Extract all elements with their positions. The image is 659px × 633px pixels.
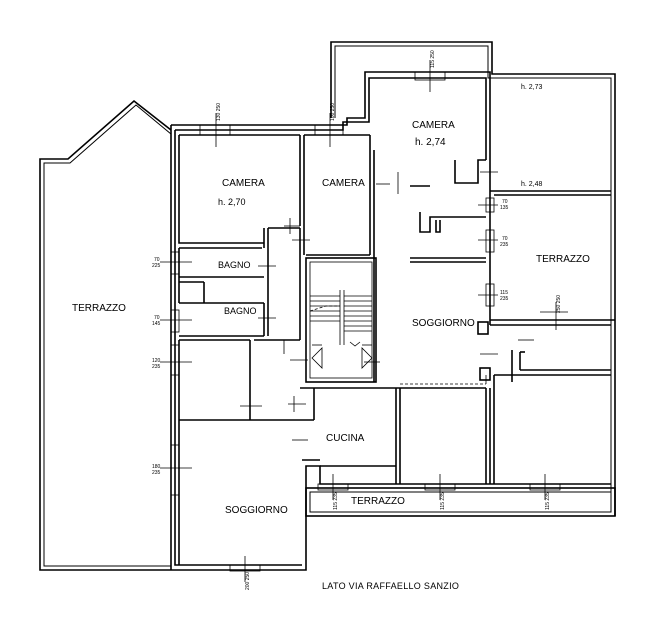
dim-south-4: 200 250 bbox=[245, 572, 251, 590]
dim-west-2-bot: 145 bbox=[152, 321, 161, 327]
dim-east-2-top: 70 bbox=[502, 236, 508, 242]
dim-west-1-bot: 225 bbox=[152, 263, 161, 269]
dim-north-1: 130 250 bbox=[216, 103, 222, 121]
dim-east-3-top: 115 bbox=[500, 290, 508, 296]
room-label-camera-3: CAMERA bbox=[412, 120, 455, 131]
room-label-terrazzo-east: TERRAZZO bbox=[536, 254, 590, 265]
room-label-cucina: CUCINA bbox=[326, 433, 365, 444]
room-height-camera-3: h. 2,74 bbox=[415, 137, 446, 148]
dim-west-4-top: 180 bbox=[152, 464, 161, 470]
dim-west-3-bot: 235 bbox=[152, 364, 161, 370]
dim-south-1: 115 235 bbox=[333, 492, 339, 510]
terrace-south-outline bbox=[305, 487, 616, 517]
room-label-bagno-2: BAGNO bbox=[224, 306, 257, 316]
dim-east-2-bot: 235 bbox=[500, 242, 509, 248]
dim-west-4-bot: 235 bbox=[152, 470, 161, 476]
terrace-west-outline bbox=[39, 99, 172, 571]
room-label-terrazzo-west: TERRAZZO bbox=[72, 303, 126, 314]
terrace-north-outline bbox=[330, 41, 616, 516]
height-label-mid-right: h. 2,48 bbox=[521, 181, 543, 188]
dim-east-3-bot: 235 bbox=[500, 296, 509, 302]
dim-east-1-bot: 135 bbox=[500, 205, 509, 211]
dim-east-terr-win: 250 250 bbox=[556, 295, 562, 313]
room-height-camera-1: h. 2,70 bbox=[218, 197, 246, 207]
dim-west-3-top: 120 bbox=[152, 358, 161, 364]
dim-north-2: 100 250 bbox=[330, 103, 336, 121]
dim-east-1-top: 70 bbox=[502, 199, 508, 205]
dim-west-1-top: 70 bbox=[154, 257, 160, 263]
dim-north-3: 115 250 bbox=[430, 50, 436, 68]
interior-walls bbox=[178, 134, 615, 565]
street-side-caption: LATO VIA RAFFAELLO SANZIO bbox=[322, 581, 459, 591]
dim-west-2-top: 70 bbox=[154, 315, 160, 321]
dim-south-3: 115 235 bbox=[545, 492, 551, 510]
height-label-top-right: h. 2,73 bbox=[521, 84, 543, 91]
door-marks bbox=[240, 171, 568, 441]
room-label-camera-2: CAMERA bbox=[322, 178, 365, 189]
room-label-bagno-1: BAGNO bbox=[218, 260, 251, 270]
dim-south-2: 115 235 bbox=[440, 492, 446, 510]
room-label-soggiorno-1: SOGGIORNO bbox=[412, 318, 475, 329]
windows bbox=[160, 60, 561, 582]
staircase bbox=[309, 290, 373, 369]
room-label-soggiorno-2: SOGGIORNO bbox=[225, 505, 288, 516]
window-dimensions: 70 225 70 145 120 235 180 235 70 135 70 … bbox=[152, 50, 562, 590]
room-label-terrazzo-south: TERRAZZO bbox=[351, 496, 405, 507]
room-label-camera-1: CAMERA bbox=[222, 178, 265, 189]
